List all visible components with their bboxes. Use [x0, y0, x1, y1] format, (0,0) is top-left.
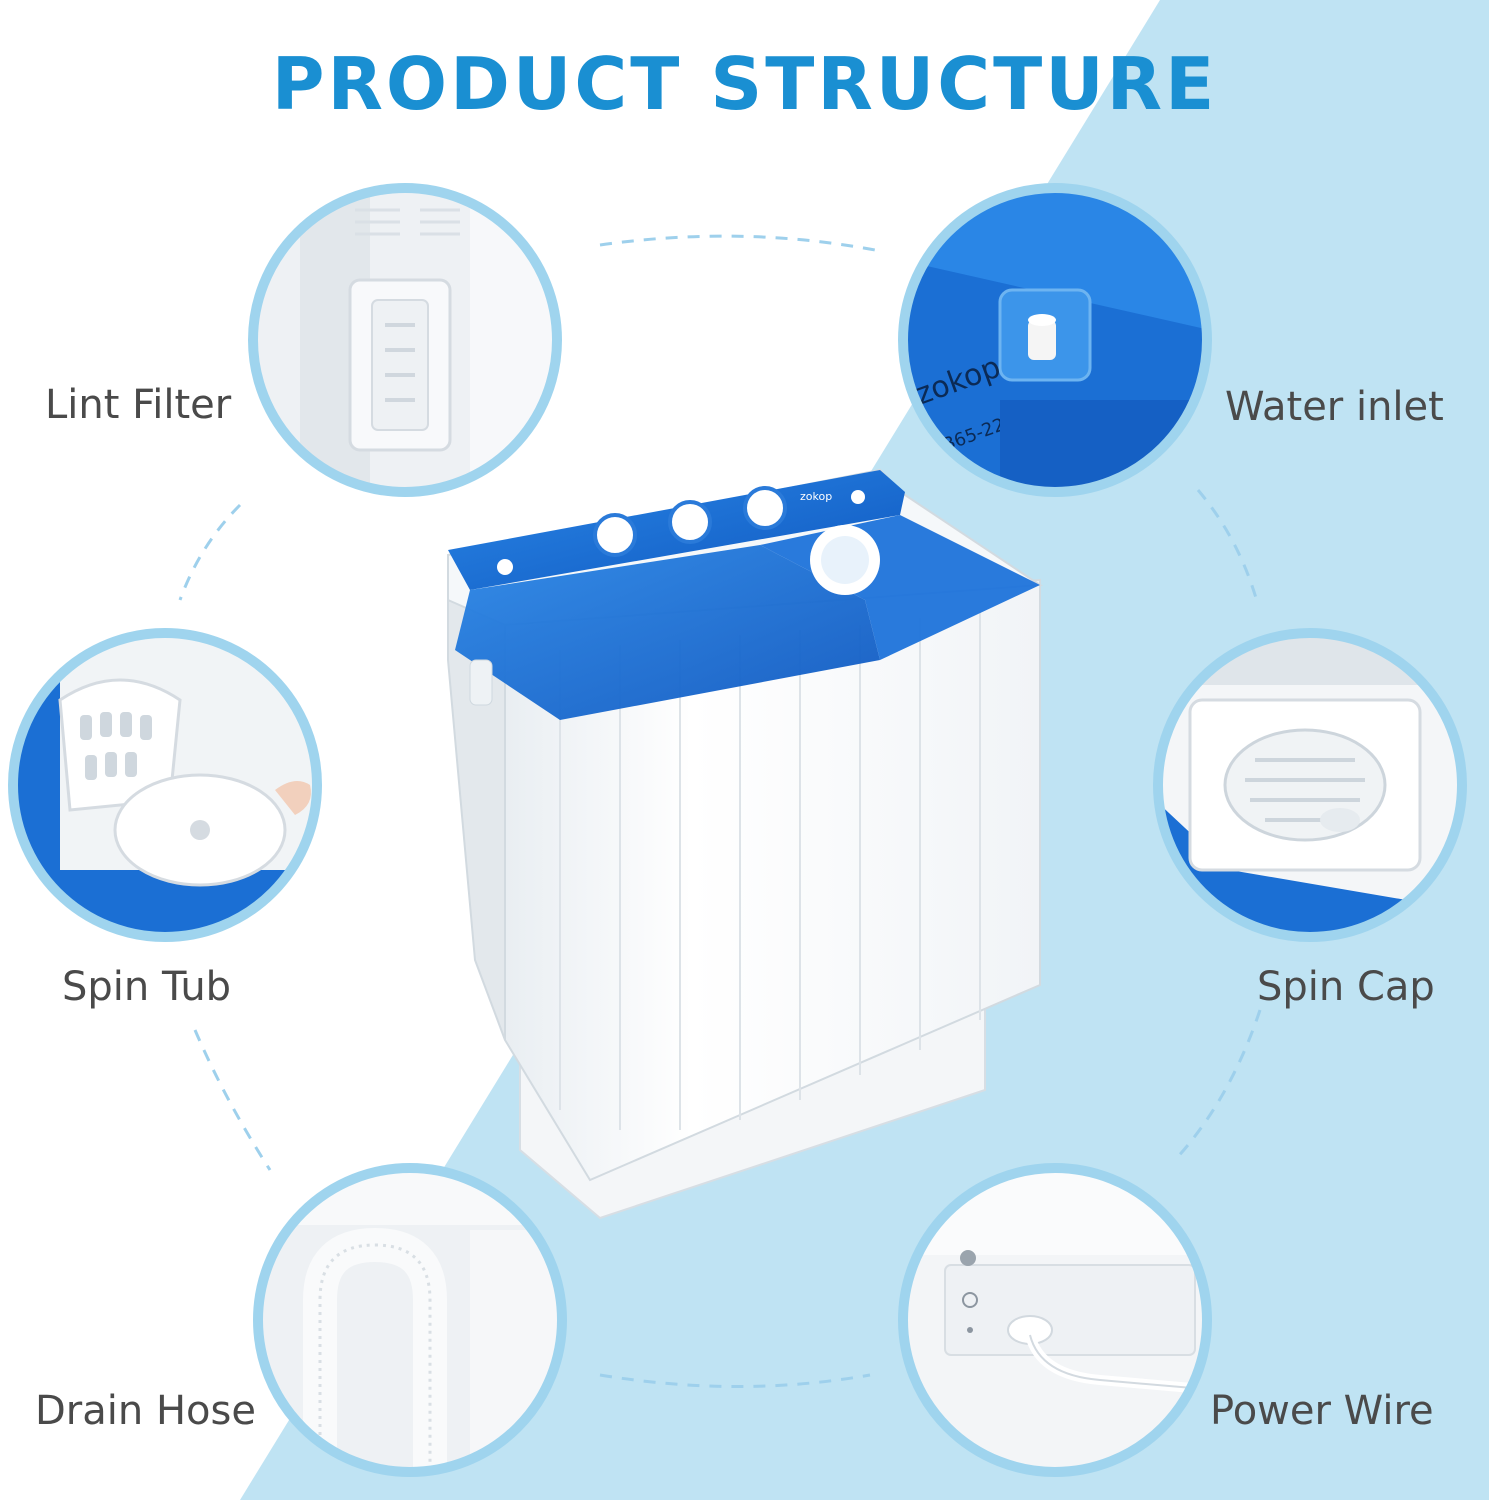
label-spin-cap: Spin Cap: [1257, 964, 1435, 1010]
page-title: PRODUCT STRUCTURE: [271, 42, 1218, 126]
spin-cap-photo: [1153, 628, 1467, 942]
machine-brand-label: zokop: [800, 490, 832, 503]
drain-hose-photo: [253, 1163, 567, 1477]
label-drain-hose: Drain Hose: [35, 1388, 256, 1434]
water-inlet-photo: zokop PB65-2288S: [898, 183, 1212, 497]
label-spin-tub: Spin Tub: [62, 964, 232, 1010]
label-water-inlet: Water inlet: [1225, 384, 1444, 430]
label-lint-filter: Lint Filter: [45, 382, 232, 428]
spin-tub-photo: [8, 628, 322, 942]
label-power-wire: Power Wire: [1210, 1388, 1434, 1434]
lint-filter-photo: [248, 183, 562, 497]
dashed-connectors: [178, 234, 1262, 1388]
washing-machine-illustration: zokop: [447, 468, 1043, 1220]
power-wire-photo: [898, 1163, 1212, 1477]
